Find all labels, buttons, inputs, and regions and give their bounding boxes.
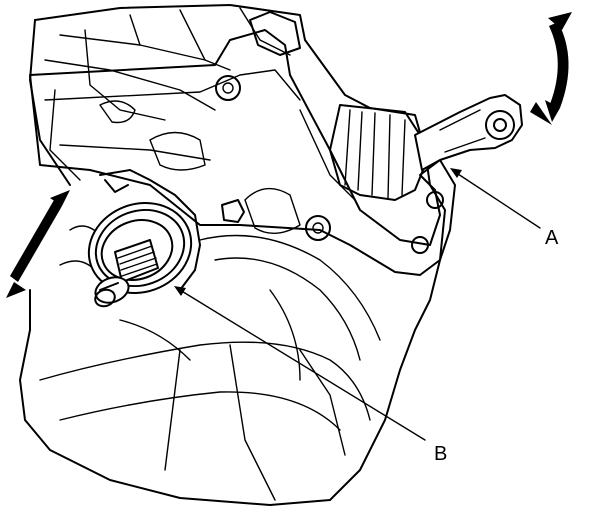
part-b-seal-shaft xyxy=(87,169,201,308)
curved-double-arrow-icon xyxy=(530,12,572,125)
leader-line-a xyxy=(450,168,541,229)
leader-line-b xyxy=(174,286,426,441)
rod-boot xyxy=(329,104,426,201)
transmission-case xyxy=(19,4,446,506)
double-arrow-icon xyxy=(6,190,70,298)
label-a: A xyxy=(545,227,559,249)
label-b: B xyxy=(434,443,447,465)
shift-bracket xyxy=(29,11,456,276)
part-a-shift-lever xyxy=(414,94,523,171)
